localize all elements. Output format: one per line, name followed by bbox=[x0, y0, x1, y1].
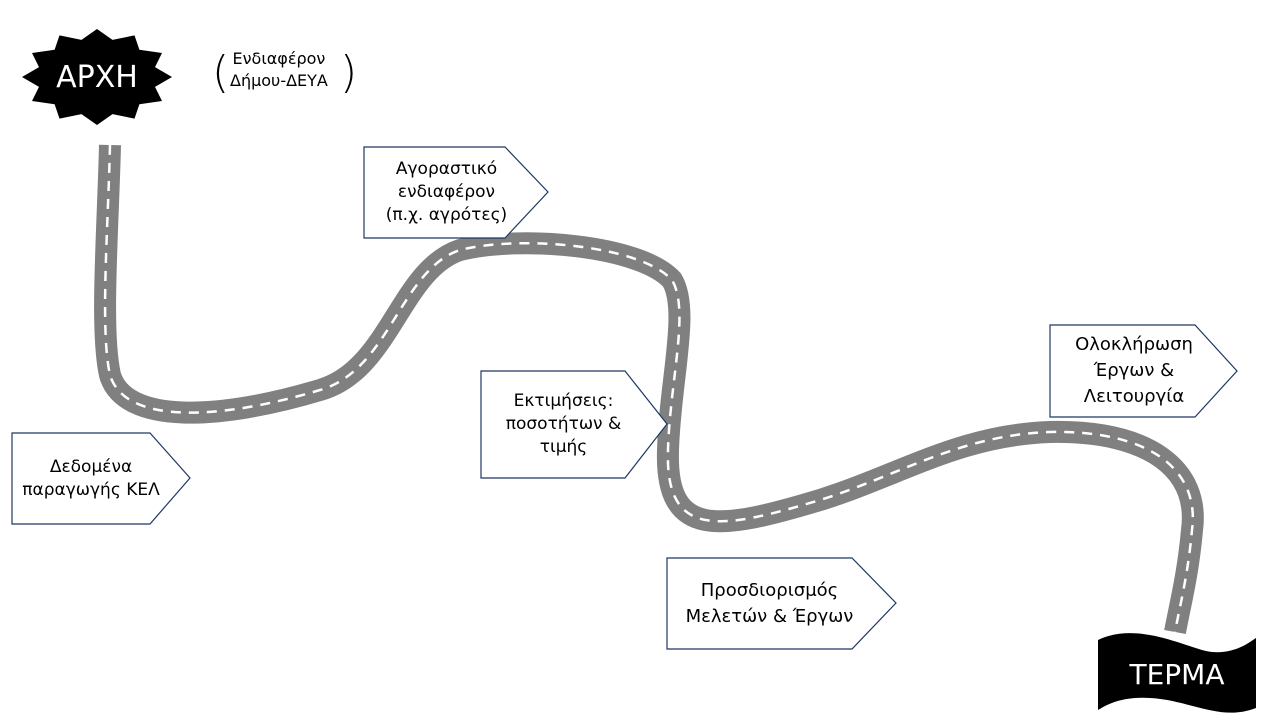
step-2-line: ενδιαφέρον bbox=[397, 182, 496, 202]
end-banner-shape bbox=[1098, 633, 1256, 713]
step-3-arrow-shape bbox=[480, 370, 668, 479]
close-paren: ) bbox=[340, 47, 358, 98]
step-4-arrow-shape bbox=[666, 557, 897, 650]
start-label: ΑΡΧΗ bbox=[56, 60, 138, 95]
step-1-line: Δεδομένα bbox=[49, 456, 133, 477]
step-4-line: Προσδιορισμός bbox=[700, 579, 839, 601]
step-3-line: τιμής bbox=[539, 437, 588, 457]
step-5-line: Λειτουργία bbox=[1083, 386, 1185, 407]
step-2-arrow-shape bbox=[363, 146, 549, 239]
start-note: Ενδιαφέρον Δήμου-ΔΕΥΑ bbox=[230, 48, 328, 92]
start-note-line1: Ενδιαφέρον bbox=[232, 49, 326, 68]
step-3: Εκτιμήσεις: ποσοτήτων & τιμής bbox=[481, 371, 646, 478]
road bbox=[94, 144, 1204, 635]
step-3-line: ποσοτήτων & bbox=[505, 414, 622, 434]
end-label: ΤΕΡΜΑ bbox=[1129, 657, 1225, 691]
step-4: Προσδιορισμός Μελετών & Έργων bbox=[667, 558, 872, 649]
start-badge-shape bbox=[22, 29, 172, 125]
step-2-line: (π.χ. αγρότες) bbox=[385, 205, 508, 225]
step-5-line: Ολοκλήρωση bbox=[1075, 334, 1193, 355]
step-5-line: Έργων & bbox=[1093, 360, 1175, 381]
step-2: Αγοραστικό ενδιαφέρον (π.χ. αγρότες) bbox=[364, 147, 529, 238]
step-1-line: παραγωγής ΚΕΛ bbox=[22, 479, 160, 500]
start-note-line2: Δήμου-ΔΕΥΑ bbox=[230, 71, 328, 90]
step-4-line: Μελετών & Έργων bbox=[685, 605, 854, 627]
step-3-line: Εκτιμήσεις: bbox=[513, 391, 614, 411]
step-1-arrow-shape bbox=[11, 432, 191, 525]
step-5-arrow-shape bbox=[1049, 324, 1238, 418]
step-2-line: Αγοραστικό bbox=[395, 159, 498, 179]
step-5: Ολοκλήρωση Έργων & Λειτουργία bbox=[1050, 325, 1218, 417]
step-1: Δεδομένα παραγωγής ΚΕΛ bbox=[12, 433, 170, 524]
open-paren: ( bbox=[212, 47, 230, 98]
